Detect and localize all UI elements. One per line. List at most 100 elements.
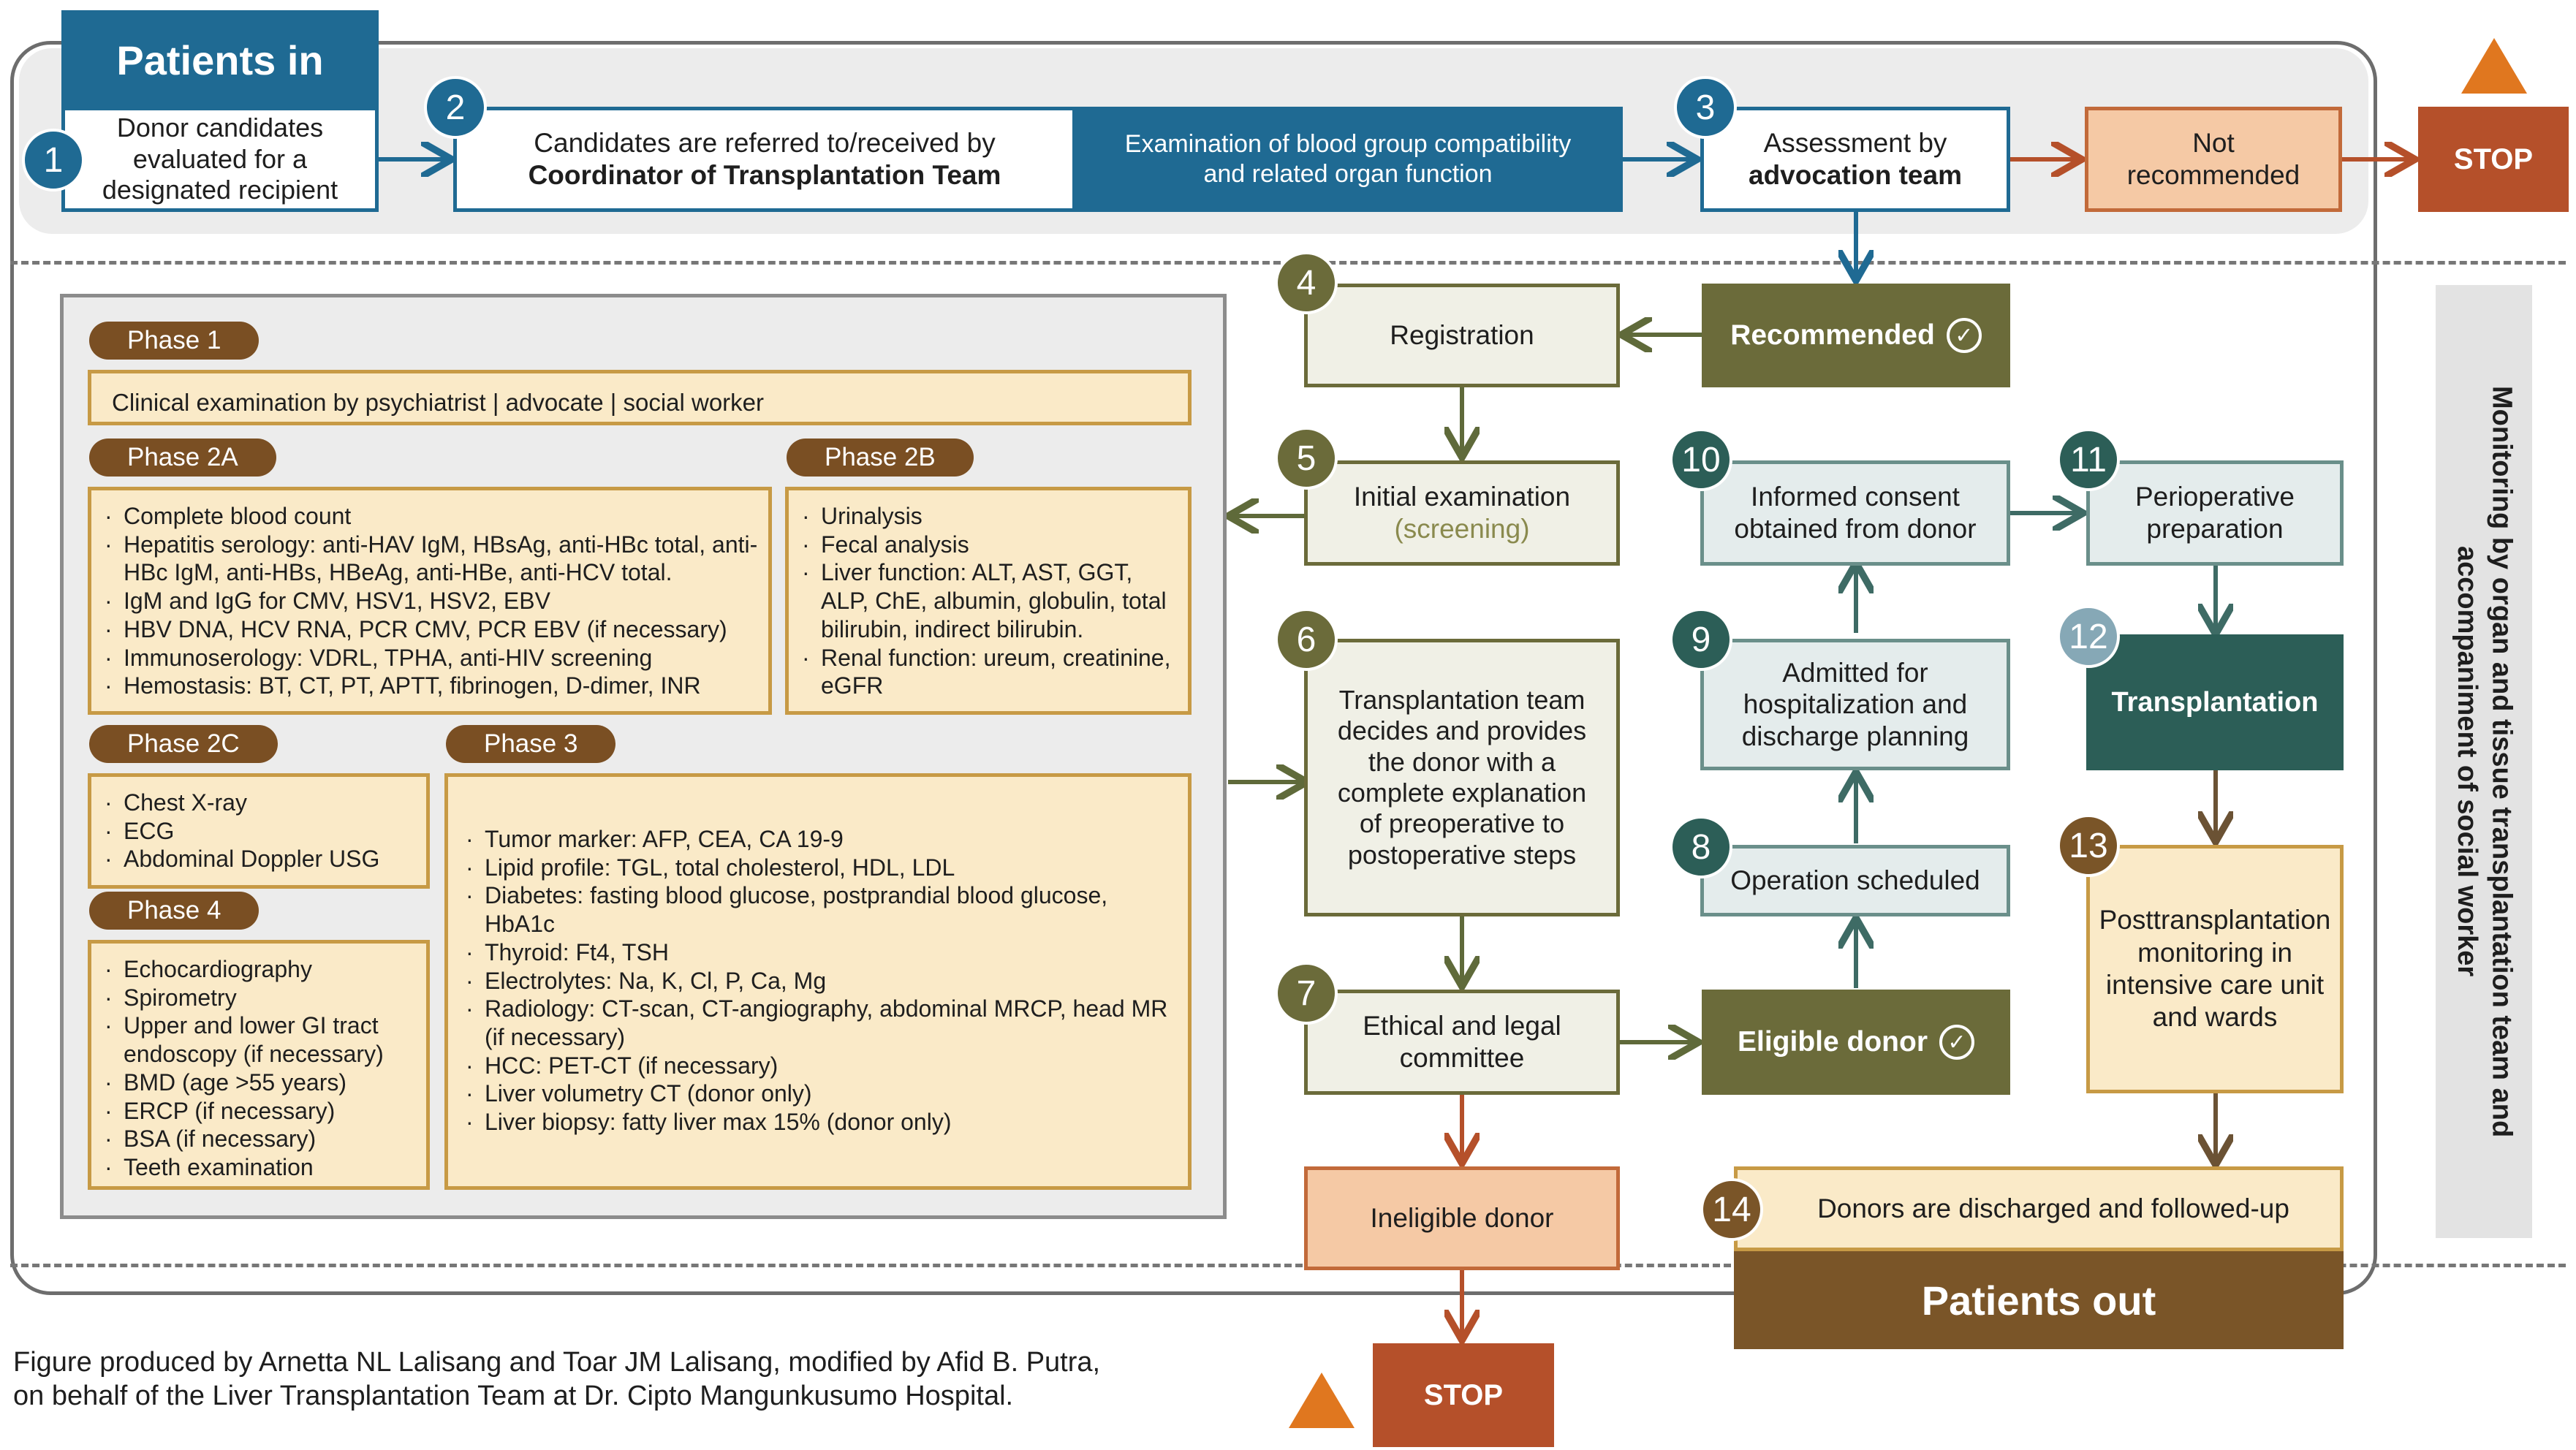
step-12-text: Transplantation [2111,686,2319,718]
step-5-number-text: 5 [1296,439,1317,478]
blood-group-check-text: Examination of blood group compatibility… [1124,130,1572,188]
blood-group-check-note: Examination of blood group compatibility… [1073,107,1623,212]
step-8-number-text: 8 [1691,827,1711,867]
list-item: Complete blood count [102,502,758,531]
phase-3-list: Tumor marker: AFP, CEA, CA 19-9 Lipid pr… [463,825,1176,1136]
phase-2a-label-text: Phase 2A [127,443,238,471]
list-item: Immunoserology: VDRL, TPHA, anti-HIV scr… [102,644,758,672]
step-5-number: 5 [1275,427,1338,490]
step-9-text: Admitted for hospitalization and dischar… [1741,657,1969,751]
process-frame [10,41,2377,1295]
step-2-number: 2 [424,76,487,139]
phase-4-label-text: Phase 4 [127,896,221,925]
phase-2c-list: Chest X-ray ECG Abdominal Doppler USG [102,789,416,873]
step-10-box: Informed consent obtained from donor [1700,460,2010,566]
step-8-box: Operation scheduled [1700,845,2010,916]
stop-bottom-text: STOP [1423,1378,1504,1411]
step-3-line2: advocation team [1749,160,1962,190]
stop-box-top: STOP [2418,107,2569,212]
list-item: Fecal analysis [799,531,1178,559]
list-item: Liver biopsy: fatty liver max 15% (donor… [463,1108,1176,1136]
step-4-number: 4 [1275,251,1338,314]
not-recommended-box: Not recommended [2085,107,2342,212]
step-14-text: Donors are discharged and followed-up [1817,1193,2289,1223]
step-14-number: 14 [1700,1178,1763,1241]
list-item: Electrolytes: Na, K, Cl, P, Ca, Mg [463,967,1176,995]
step-8-number: 8 [1670,816,1732,878]
step-6-number-text: 6 [1296,620,1317,659]
phase-2a-list: Complete blood count Hepatitis serology:… [102,502,758,700]
step-2-number-text: 2 [445,88,466,127]
step-10-number: 10 [1670,428,1732,491]
list-item: BSA (if necessary) [102,1125,416,1153]
phase-3-label-text: Phase 3 [484,729,578,758]
list-item: Renal function: ureum, creatinine, eGFR [799,644,1178,700]
step-11-number: 11 [2057,428,2120,491]
list-item: Thyroid: Ft4, TSH [463,938,1176,967]
step-14-number-text: 14 [1712,1190,1751,1229]
phase-2b-list: Urinalysis Fecal analysis Liver function… [799,502,1178,700]
step-6-text: Transplantation team decides and provide… [1337,684,1587,870]
check-circle-icon: ✓ [1946,318,1982,353]
step-13-text: Posttransplantation monitoring in intens… [2099,905,2331,1033]
recommended-text: Recommended [1730,319,1935,351]
step-6-box: Transplantation team decides and provide… [1304,639,1620,916]
exit-divider [10,1264,2566,1267]
stop-box-bottom: STOP [1373,1343,1554,1447]
list-item: Liver volumetry CT (donor only) [463,1079,1176,1108]
patients-in-label: Patients in [116,37,324,83]
figure-caption: Figure produced by Arnetta NL Lalisang a… [13,1346,1300,1413]
step-5-line1: Initial examination [1353,482,1571,512]
list-item: Hepatitis serology: anti-HAV IgM, HBsAg,… [102,531,758,587]
step-6-number: 6 [1275,608,1338,671]
list-item: Lipid profile: TGL, total cholesterol, H… [463,854,1176,882]
phase-4-box: Echocardiography Spirometry Upper and lo… [88,940,430,1190]
step-7-number-text: 7 [1296,973,1317,1013]
list-item: Tumor marker: AFP, CEA, CA 19-9 [463,825,1176,854]
list-item: Chest X-ray [102,789,416,817]
step-7-number: 7 [1275,962,1338,1025]
step-12-number: 12 [2057,605,2120,668]
warning-triangle-icon [2461,38,2527,94]
step-9-number-text: 9 [1691,620,1711,659]
list-item: HBV DNA, HCV RNA, PCR CMV, PCR EBV (if n… [102,615,758,644]
phase-2c-label-text: Phase 2C [127,729,240,758]
step-10-number-text: 10 [1681,440,1721,479]
eligible-donor-box: Eligible donor ✓ [1702,990,2010,1095]
step-7-text: Ethical and legal committee [1363,1011,1561,1073]
list-item: ECG [102,817,416,846]
list-item: Abdominal Doppler USG [102,845,416,873]
caption-line-2: on behalf of the Liver Transplantation T… [13,1380,1014,1411]
not-recommended-text: Not recommended [2126,128,2300,190]
list-item: Urinalysis [799,502,1178,531]
phase-1-text: Clinical examination by psychiatrist | a… [112,389,765,416]
list-item: Upper and lower GI tract endoscopy (if n… [102,1011,416,1068]
step-2-box: Candidates are referred to/received by C… [453,107,1076,212]
phase-2b-label: Phase 2B [787,439,974,477]
step-3-number: 3 [1674,76,1737,139]
eligible-donor-text: Eligible donor [1738,1026,1928,1058]
recommended-box: Recommended ✓ [1702,284,2010,387]
patients-out-footer: Patients out [1734,1251,2344,1349]
step-1-number-text: 1 [43,140,64,180]
step-4-box: Registration [1304,284,1620,387]
patients-in-header: Patients in [61,10,379,110]
step-7-box: Ethical and legal committee [1304,990,1620,1095]
step-3-box: Assessment by advocation team [1700,107,2010,212]
list-item: BMD (age >55 years) [102,1068,416,1097]
ineligible-donor-text: Ineligible donor [1370,1203,1554,1234]
phase-1-label-text: Phase 1 [127,326,221,354]
list-item: HCC: PET-CT (if necessary) [463,1052,1176,1080]
step-4-text: Registration [1390,320,1534,351]
step-4-number-text: 4 [1296,263,1317,303]
step-9-number: 9 [1670,608,1732,671]
list-item: IgM and IgG for CMV, HSV1, HSV2, EBV [102,587,758,615]
list-item: Radiology: CT-scan, CT-angiography, abdo… [463,995,1176,1051]
step-5-line2: (screening) [1394,514,1530,544]
step-11-number-text: 11 [2070,440,2107,479]
list-item: ERCP (if necessary) [102,1097,416,1126]
step-1-text: Donor candidates evaluated for a designa… [102,113,338,205]
ineligible-donor-box: Ineligible donor [1304,1166,1620,1270]
step-12-box: Transplantation [2086,634,2344,770]
